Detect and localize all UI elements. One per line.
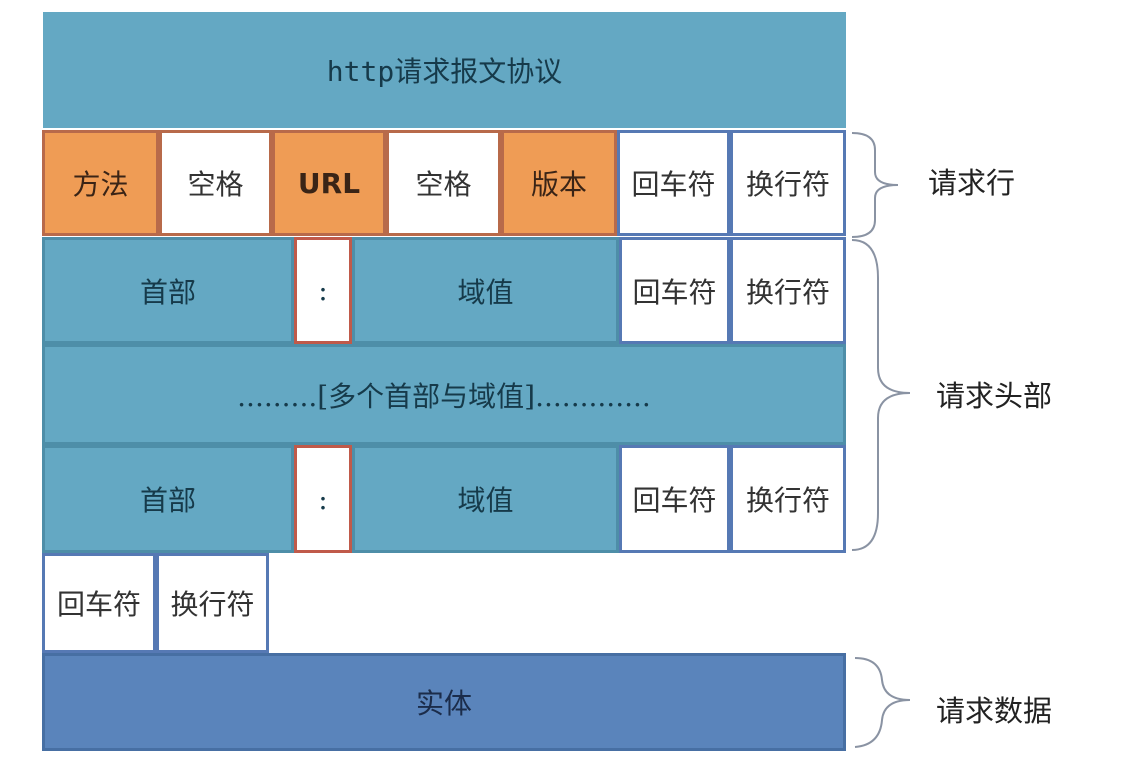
colon-cell: : — [294, 445, 352, 553]
request-body-brace — [854, 657, 911, 748]
carriage-return-cell: 回车符 — [619, 237, 730, 344]
request-headers-brace — [851, 239, 911, 551]
request-headers-label: 请求头部 — [936, 379, 1053, 413]
header-value-cell: 域值 — [352, 445, 619, 553]
line-feed-cell: 换行符 — [730, 237, 846, 344]
space-cell: 空格 — [159, 130, 272, 236]
carriage-return-cell: 回车符 — [619, 445, 730, 553]
request-line-brace — [851, 132, 899, 238]
multiple-headers-row: .........[多个首部与域值]............. — [42, 344, 846, 445]
header-name-cell: 首部 — [42, 237, 294, 344]
line-feed-cell: 换行符 — [730, 445, 846, 553]
carriage-return-cell: 回车符 — [42, 553, 156, 653]
header-name-cell: 首部 — [42, 445, 294, 553]
colon-cell: : — [294, 237, 352, 344]
space-cell: 空格 — [386, 130, 501, 236]
header-value-cell: 域值 — [352, 237, 619, 344]
request-body-label: 请求数据 — [936, 694, 1053, 728]
carriage-return-cell: 回车符 — [617, 130, 730, 236]
line-feed-cell: 换行符 — [156, 553, 269, 653]
method-cell: 方法 — [42, 130, 159, 236]
url-cell: URL — [272, 130, 386, 236]
version-cell: 版本 — [501, 130, 617, 236]
diagram-title: http请求报文协议 — [43, 12, 846, 128]
entity-body-cell: 实体 — [42, 653, 846, 751]
line-feed-cell: 换行符 — [730, 130, 846, 236]
request-line-label: 请求行 — [928, 166, 1016, 200]
